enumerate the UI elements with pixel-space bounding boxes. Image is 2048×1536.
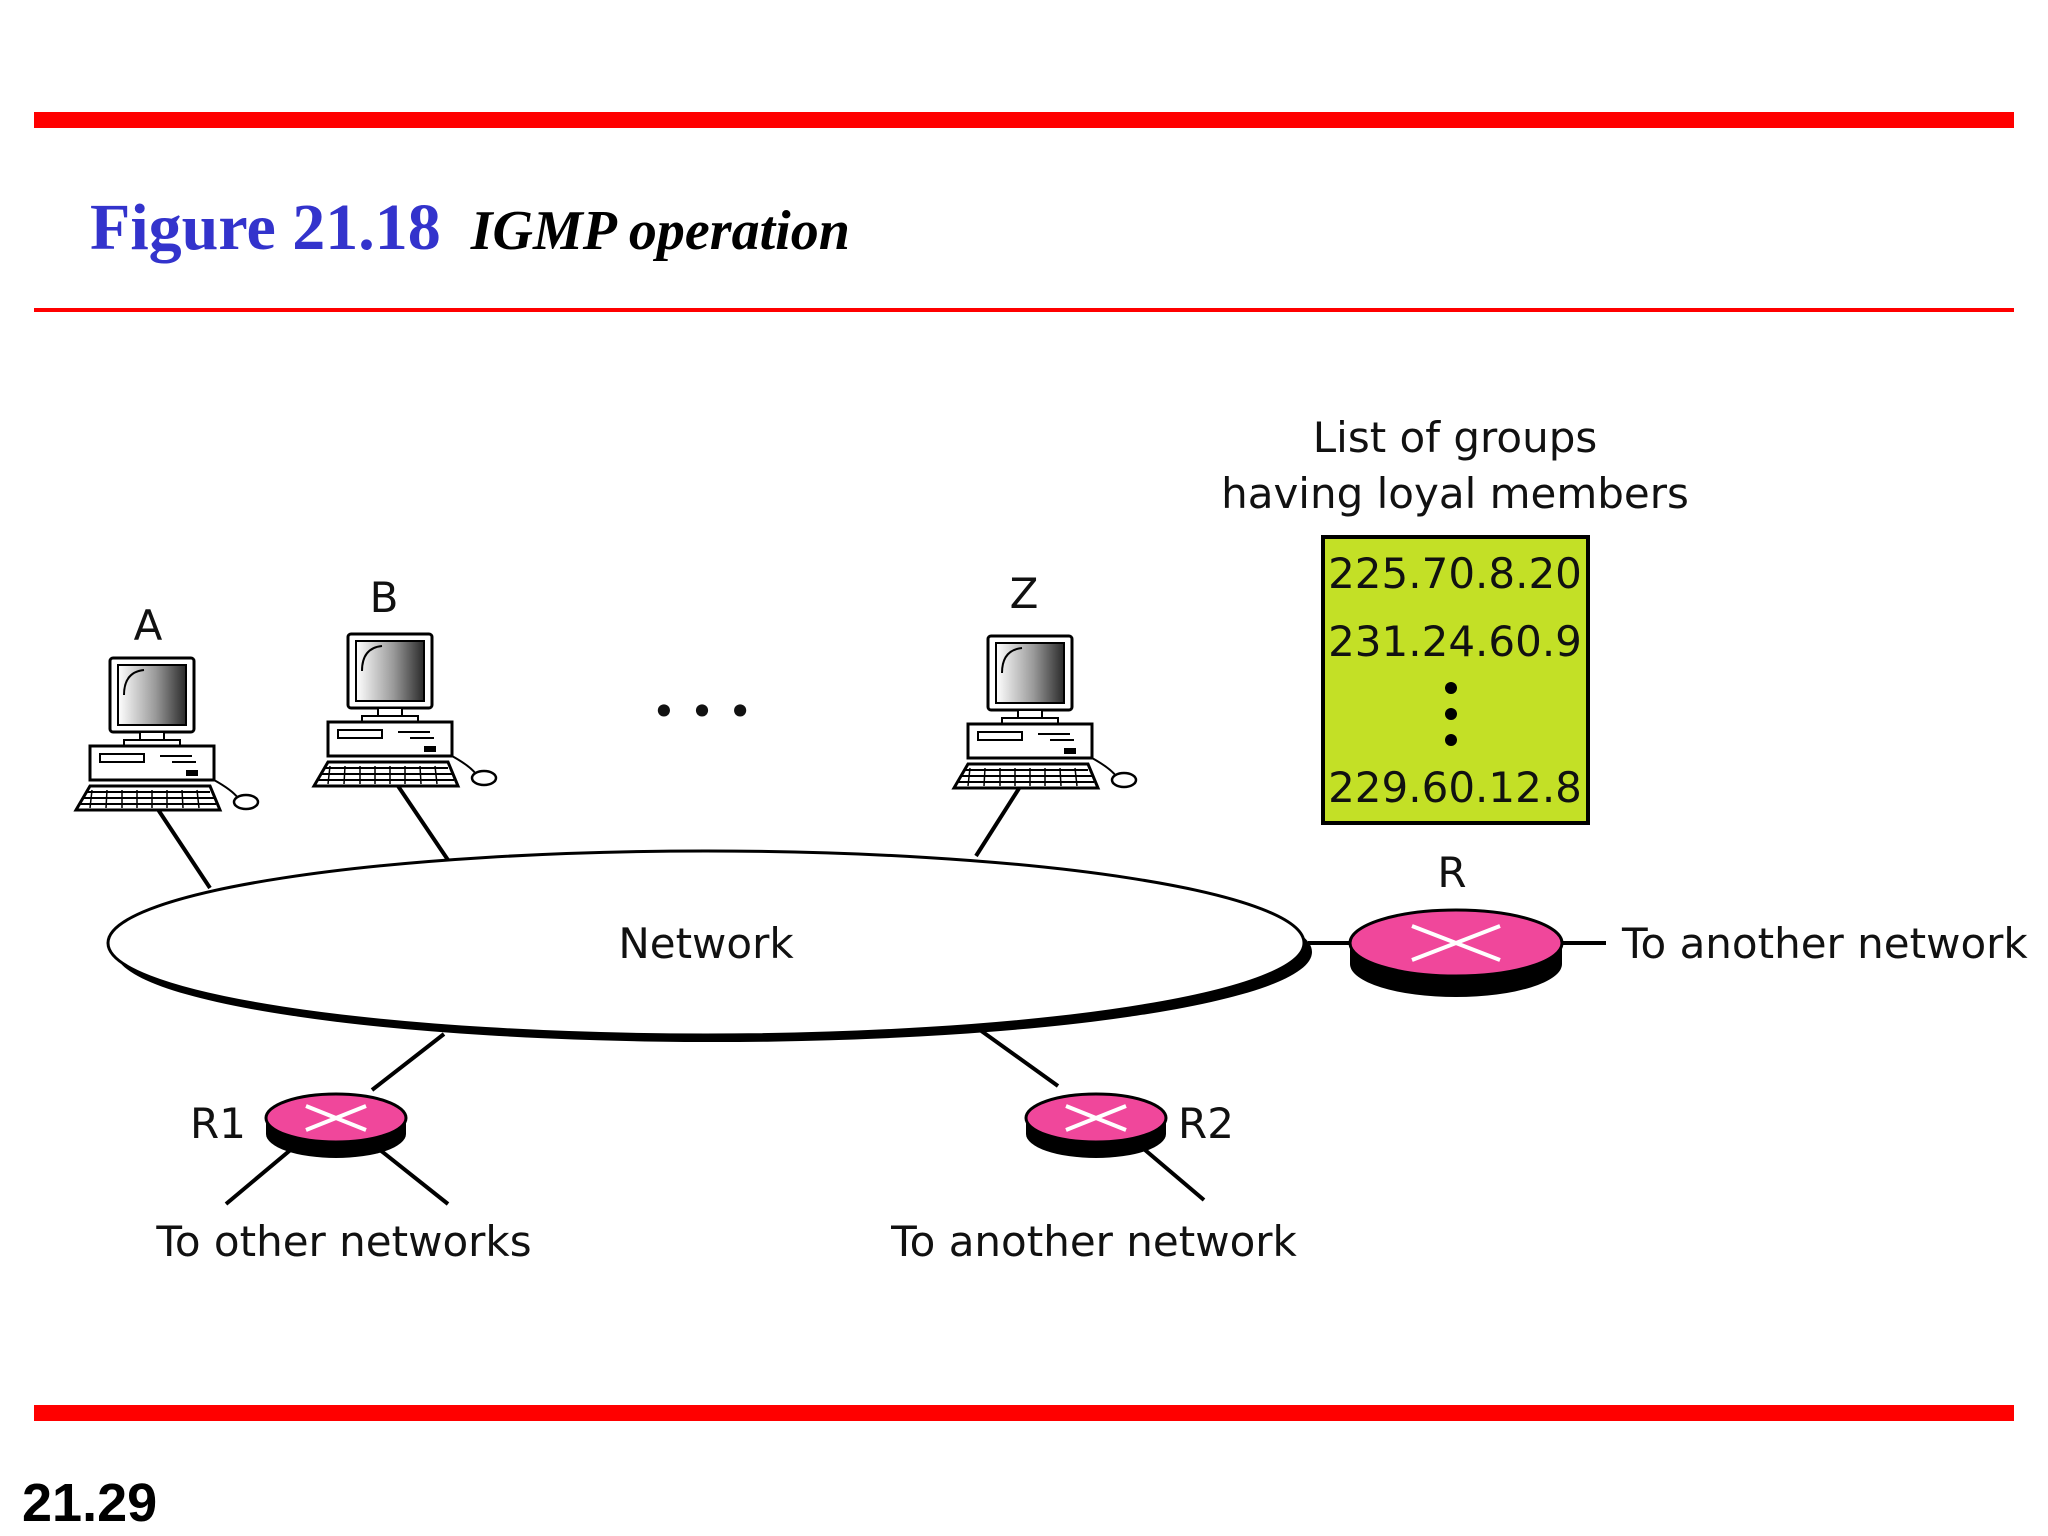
ellipsis: • • • <box>651 687 752 736</box>
group-list-heading-1: List of groups <box>1313 413 1597 462</box>
group-entry-1: 225.70.8.20 <box>1328 549 1582 598</box>
figure-title: Figure 21.18 IGMP operation <box>90 190 850 266</box>
link-network-router-r1 <box>370 1032 446 1092</box>
link-host-b <box>396 784 450 862</box>
link-network-router-r2 <box>978 1028 1060 1088</box>
host-b-label: B <box>370 573 399 622</box>
host-z-computer <box>952 634 1138 790</box>
router-r-label: R <box>1437 848 1466 897</box>
host-b-computer <box>312 632 498 788</box>
top-red-rule <box>34 112 2014 128</box>
router-r <box>1348 908 1564 997</box>
router-r2-link-label: To another network <box>890 1217 1297 1266</box>
slide-number: 21.29 <box>22 1473 158 1533</box>
group-list-vertical-dots <box>1445 682 1457 746</box>
group-entry-3: 229.60.12.8 <box>1328 763 1582 812</box>
link-r1-out-right <box>368 1140 450 1206</box>
router-r2-label: R2 <box>1178 1099 1234 1148</box>
figure-caption: IGMP operation <box>470 200 850 262</box>
group-entry-2: 231.24.60.9 <box>1328 617 1582 666</box>
group-list-box <box>1321 535 1590 825</box>
figure-number: Figure 21.18 <box>90 191 441 264</box>
link-host-a <box>155 806 212 890</box>
host-z-label: Z <box>1010 569 1039 618</box>
router-r1-label: R1 <box>190 1099 246 1148</box>
router-r-link-label: To another network <box>1621 919 2028 968</box>
link-r1-out-left <box>224 1140 302 1206</box>
host-a-label: A <box>134 601 163 650</box>
link-r2-out <box>1136 1142 1206 1202</box>
network-ellipse <box>106 849 1312 1042</box>
router-r1 <box>264 1092 408 1158</box>
network-label: Network <box>618 919 794 968</box>
middle-red-rule <box>34 308 2014 312</box>
host-a-computer <box>74 656 260 812</box>
group-list-heading-2: having loyal members <box>1221 469 1689 518</box>
bottom-red-rule <box>34 1405 2014 1421</box>
router-r2 <box>1024 1092 1168 1158</box>
router-r1-link-label: To other networks <box>155 1217 531 1266</box>
